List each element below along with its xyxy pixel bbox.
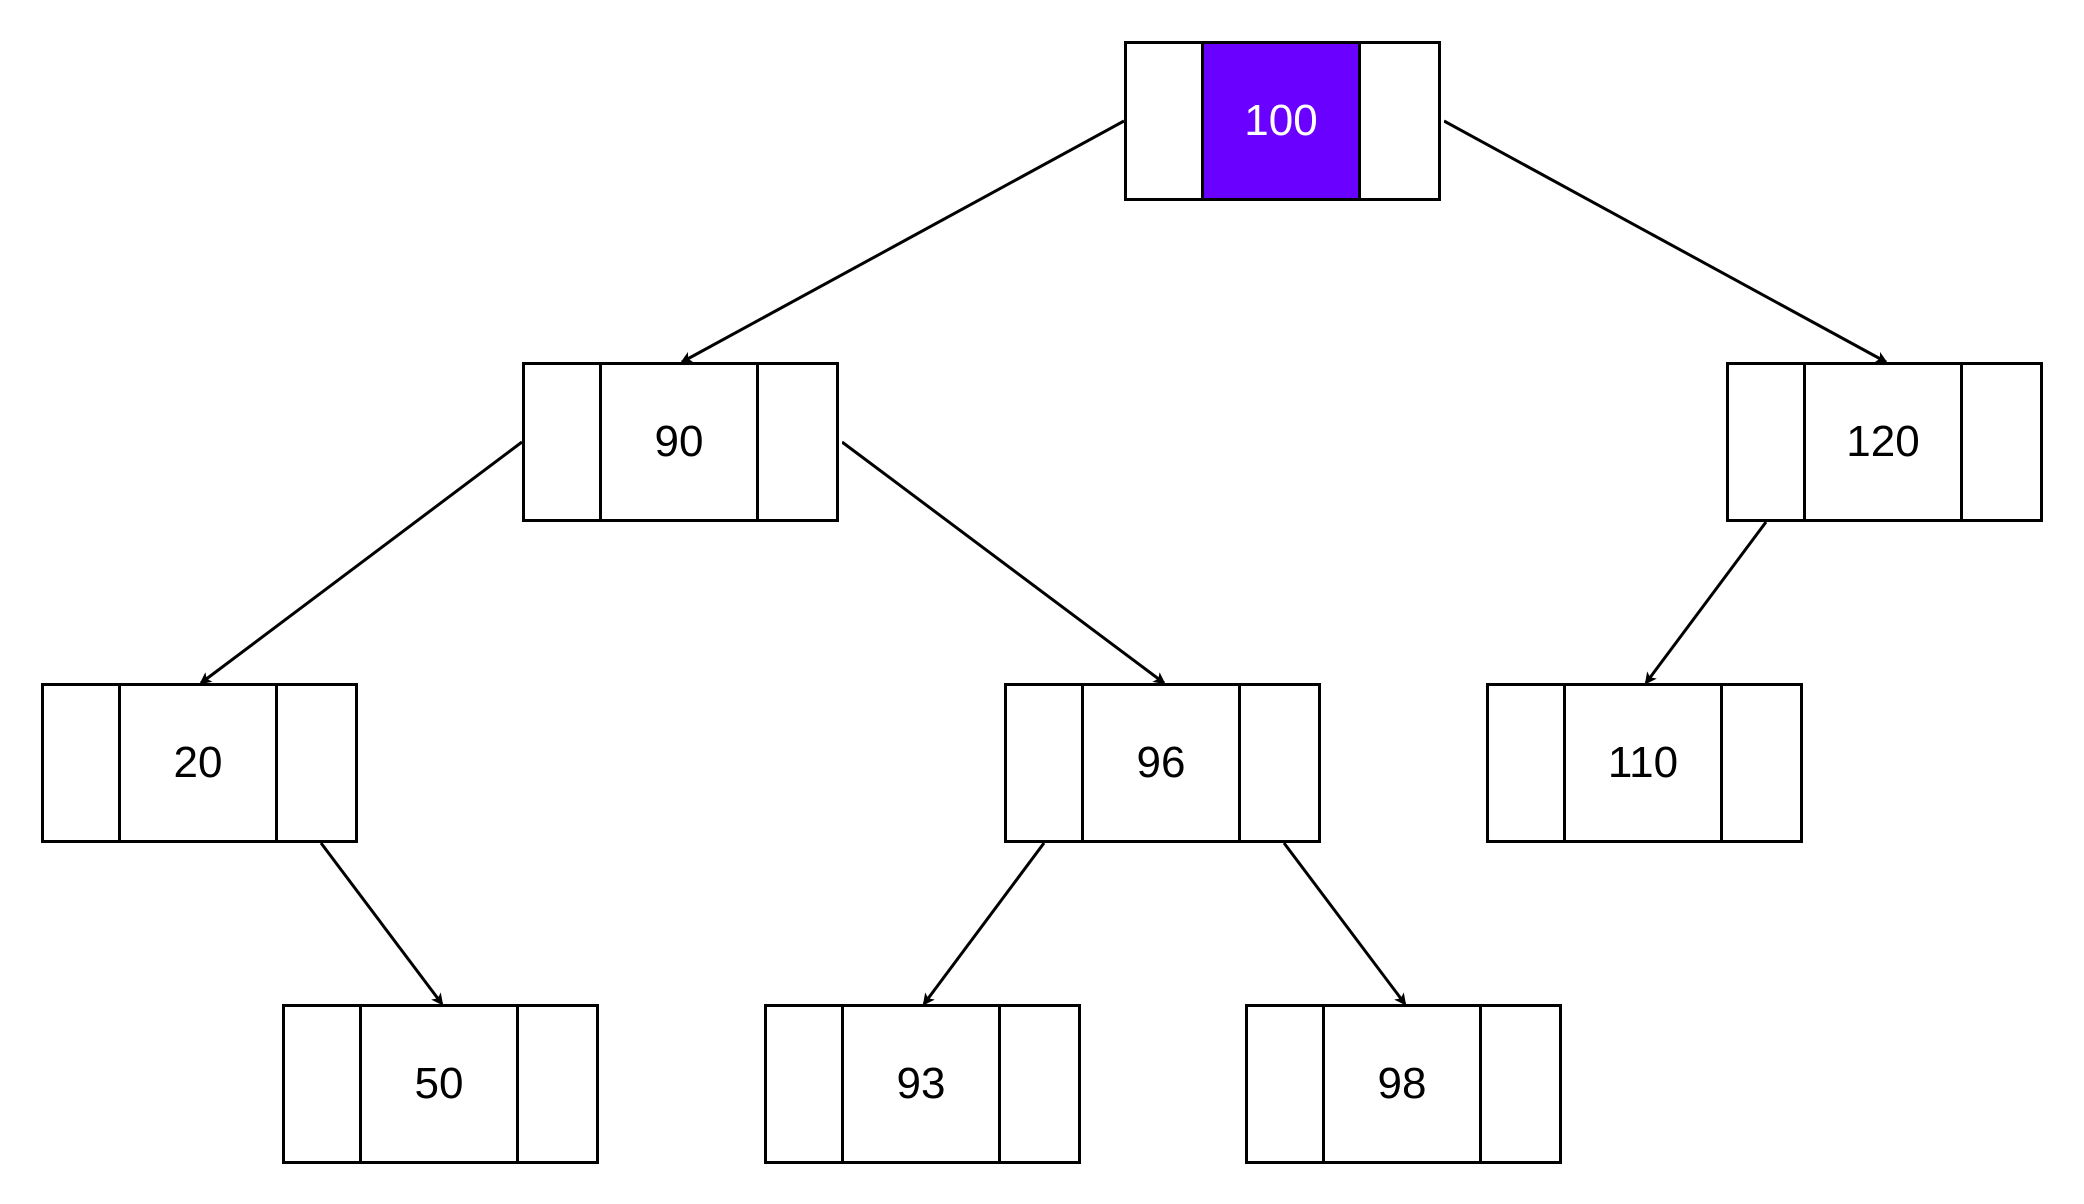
left-pointer-cell — [1245, 1004, 1325, 1164]
right-pointer-cell — [1960, 362, 2043, 522]
left-pointer-cell — [1486, 683, 1566, 843]
left-pointer-cell — [1004, 683, 1084, 843]
left-pointer-cell — [1726, 362, 1806, 522]
right-pointer-cell — [1720, 683, 1803, 843]
tree-node-100: 100 — [1124, 41, 1444, 201]
right-pointer-cell — [516, 1004, 599, 1164]
node-key: 120 — [1803, 362, 1963, 522]
edge-n96-n93 — [922, 842, 1046, 1006]
right-pointer-cell — [998, 1004, 1081, 1164]
left-pointer-cell — [522, 362, 602, 522]
left-pointer-cell — [1124, 41, 1204, 201]
left-pointer-cell — [41, 683, 121, 843]
edge-n90-n20 — [199, 440, 523, 685]
right-pointer-cell — [756, 362, 839, 522]
tree-node-90: 90 — [522, 362, 842, 522]
node-key: 96 — [1081, 683, 1241, 843]
node-key: 110 — [1563, 683, 1723, 843]
node-key: 90 — [599, 362, 759, 522]
right-pointer-cell — [1358, 41, 1441, 201]
tree-node-120: 120 — [1726, 362, 2046, 522]
edge-n120-n110 — [1644, 521, 1768, 685]
left-pointer-cell — [764, 1004, 844, 1164]
edge-n20-n50 — [319, 842, 444, 1006]
tree-node-110: 110 — [1486, 683, 1806, 843]
edge-n100-n120 — [1443, 119, 1888, 364]
tree-node-93: 93 — [764, 1004, 1084, 1164]
right-pointer-cell — [275, 683, 358, 843]
right-pointer-cell — [1238, 683, 1321, 843]
tree-node-50: 50 — [282, 1004, 602, 1164]
right-pointer-cell — [1479, 1004, 1562, 1164]
left-pointer-cell — [282, 1004, 362, 1164]
node-key: 100 — [1201, 41, 1361, 201]
node-key: 20 — [118, 683, 278, 843]
tree-node-96: 96 — [1004, 683, 1324, 843]
node-key: 98 — [1322, 1004, 1482, 1164]
node-key: 50 — [359, 1004, 519, 1164]
tree-node-98: 98 — [1245, 1004, 1565, 1164]
edge-n96-n98 — [1282, 842, 1407, 1006]
edge-n100-n90 — [680, 119, 1125, 364]
tree-node-20: 20 — [41, 683, 361, 843]
node-key: 93 — [841, 1004, 1001, 1164]
edge-n90-n96 — [841, 440, 1166, 685]
